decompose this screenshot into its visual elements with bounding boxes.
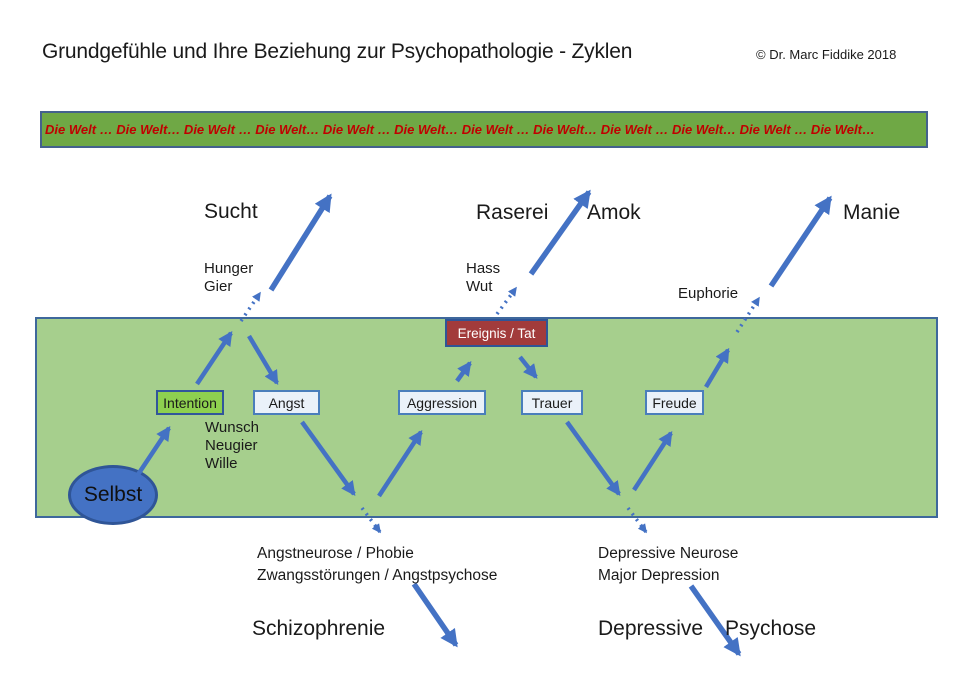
- label-wut: Wut: [466, 278, 493, 295]
- arrow-to-sucht: [268, 193, 333, 292]
- node-angst: Angst: [253, 390, 320, 415]
- label-hass-wut: Hass Wut: [466, 260, 500, 296]
- page-title: Grundgefühle und Ihre Beziehung zur Psyc…: [42, 40, 633, 63]
- node-freude: Freude: [645, 390, 704, 415]
- label-depressive-word: Depressive: [598, 617, 704, 640]
- node-intention: Intention: [156, 390, 224, 415]
- node-aggression: Aggression: [398, 390, 486, 415]
- node-selbst: Selbst: [68, 465, 158, 525]
- label-depressive-neurose: Depressive Neurose: [598, 545, 739, 562]
- die-welt-banner-text: Die Welt … Die Welt… Die Welt … Die Welt…: [45, 122, 875, 137]
- label-gier: Gier: [204, 278, 233, 295]
- label-depressive-psychose: Depressive Psychose: [598, 617, 816, 641]
- label-schizophrenie: Schizophrenie: [252, 617, 386, 640]
- world-band: [35, 317, 938, 518]
- label-depressive-pathologies: Depressive Neurose Major Depression: [598, 543, 738, 587]
- label-psychose-word: Psychose: [725, 617, 817, 640]
- label-anxiety-pathologies: Angstneurose / Phobie Zwangsstörungen / …: [257, 543, 497, 587]
- node-ereignis-tat: Ereignis / Tat: [445, 319, 548, 347]
- arrow-to-schizophrenie: [411, 582, 459, 648]
- label-manie: Manie: [843, 201, 901, 224]
- label-hass: Hass: [466, 260, 501, 277]
- label-wille: Wille: [205, 455, 238, 472]
- label-neugier: Neugier: [205, 437, 258, 454]
- label-wunsch: Wunsch: [205, 419, 259, 436]
- label-hunger: Hunger: [204, 260, 254, 277]
- label-amok: Amok: [587, 201, 641, 224]
- node-trauer: Trauer: [521, 390, 583, 415]
- label-intention-sub: Wunsch Neugier Wille: [205, 419, 259, 473]
- node-selbst-label: Selbst: [83, 483, 143, 506]
- label-sucht: Sucht: [204, 200, 258, 223]
- label-zwangsstoerungen: Zwangsstörungen / Angstpsychose: [257, 567, 498, 584]
- arrow-to-manie: [768, 195, 833, 288]
- copyright-note: © Dr. Marc Fiddike 2018: [756, 47, 897, 62]
- label-raserei: Raserei: [476, 201, 549, 224]
- label-major-depression: Major Depression: [598, 567, 720, 584]
- label-angstneurose: Angstneurose / Phobie: [257, 545, 414, 562]
- die-welt-banner: Die Welt … Die Welt… Die Welt … Die Welt…: [40, 111, 928, 148]
- label-hunger-gier: Hunger Gier: [204, 260, 253, 296]
- label-euphorie: Euphorie: [678, 285, 739, 302]
